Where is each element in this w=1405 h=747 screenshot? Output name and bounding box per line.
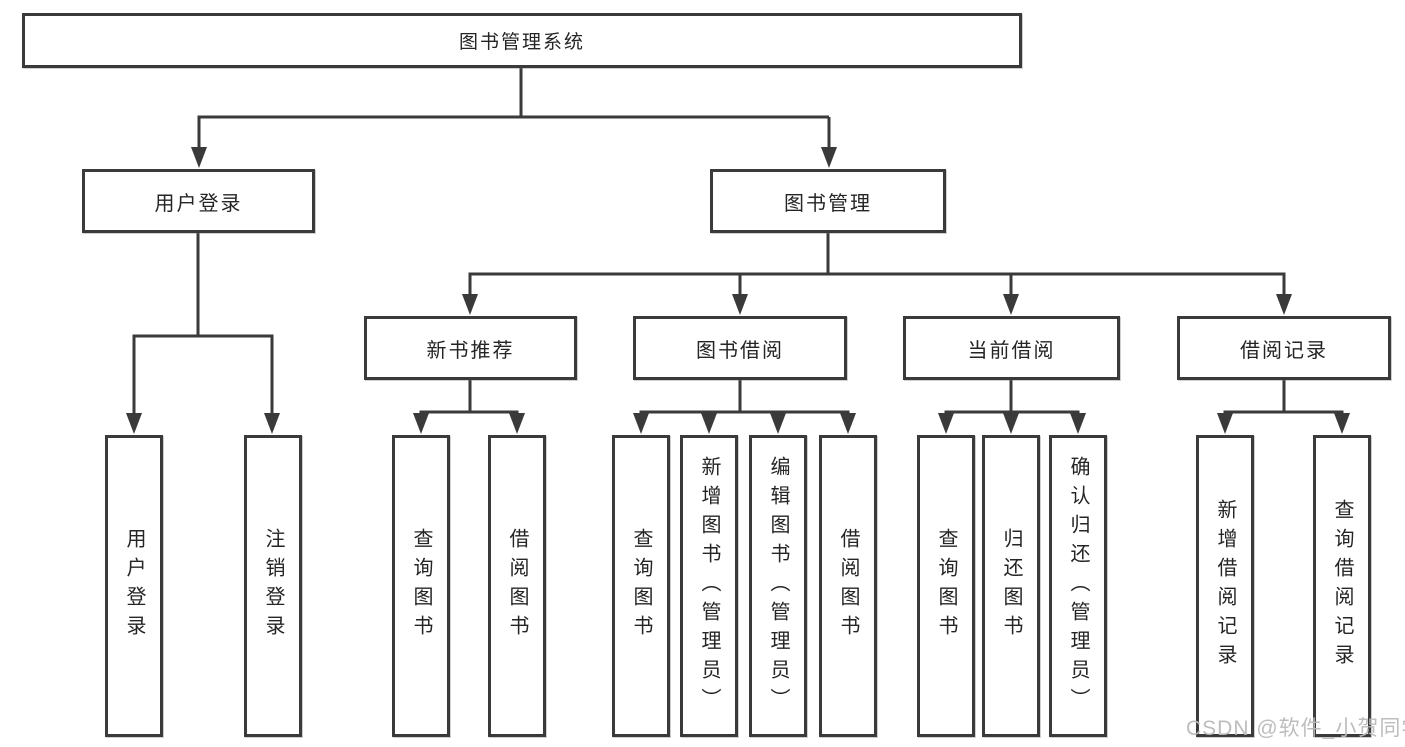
connector-book-borrow (639, 380, 850, 417)
connector-new-books (419, 380, 519, 417)
node-book-borrowing: 图书借阅 (633, 316, 847, 380)
leaf-add-books-admin: 新增图书（管理员） (680, 435, 738, 737)
arrowheads (126, 147, 1350, 434)
leaf-label: 查询借阅记录 (1331, 499, 1353, 673)
leaf-confirm-return-admin: 确认归还（管理员） (1049, 435, 1107, 737)
leaf-label: 查询图书 (410, 528, 432, 644)
arrowhead (732, 294, 748, 315)
leaf-add-borrow-record: 新增借阅记录 (1196, 435, 1254, 737)
csdn-watermark: CSDN @软件_小贺同学 (1186, 717, 1405, 740)
node-label: 新书推荐 (426, 339, 515, 362)
node-label: 图书管理 (784, 192, 872, 215)
node-user-login: 用户登录 (82, 169, 315, 233)
arrowhead (1276, 294, 1292, 315)
leaf-user-login: 用户登录 (105, 435, 163, 737)
leaf-label: 确认归还（管理员） (1067, 455, 1089, 717)
leaf-query-books-1: 查询图书 (392, 435, 450, 737)
connector-root (197, 68, 831, 150)
arrowhead (1003, 413, 1019, 434)
arrowhead (633, 413, 649, 434)
leaf-label: 新增借阅记录 (1214, 499, 1236, 673)
node-book-management: 图书管理 (710, 169, 946, 233)
arrowhead (701, 413, 717, 434)
leaf-logout: 注销登录 (244, 435, 302, 737)
connector-user-login (132, 233, 274, 416)
node-label: 图书借阅 (696, 339, 784, 362)
arrowhead (1334, 413, 1350, 434)
arrowhead (191, 147, 207, 168)
leaf-query-books-3: 查询图书 (917, 435, 975, 737)
arrowhead (264, 413, 280, 434)
node-new-book-recommend: 新书推荐 (364, 316, 577, 380)
leaf-label: 查询图书 (630, 528, 652, 644)
arrowhead (126, 413, 142, 434)
arrowhead (938, 413, 954, 434)
node-root: 图书管理系统 (22, 13, 1022, 68)
leaf-label: 借阅图书 (837, 528, 859, 644)
leaf-label: 归还图书 (1000, 528, 1022, 644)
connector-current-borrow (944, 380, 1080, 417)
arrowhead (1003, 294, 1019, 315)
node-current-borrowing: 当前借阅 (903, 316, 1120, 380)
leaf-borrow-books-1: 借阅图书 (488, 435, 546, 737)
leaf-label: 编辑图书（管理员） (767, 455, 789, 717)
leaf-label: 新增图书（管理员） (698, 455, 720, 717)
leaf-label: 注销登录 (262, 528, 284, 644)
leaf-label: 借阅图书 (506, 528, 528, 644)
node-label: 当前借阅 (967, 339, 1056, 362)
node-label: 借阅记录 (1240, 339, 1328, 362)
leaf-edit-books-admin: 编辑图书（管理员） (749, 435, 807, 737)
arrowhead (413, 413, 429, 434)
leaf-query-borrow-record: 查询借阅记录 (1313, 435, 1371, 737)
leaf-borrow-books-2: 借阅图书 (819, 435, 877, 737)
arrowhead (770, 413, 786, 434)
arrowhead (1070, 413, 1086, 434)
arrowhead (1217, 413, 1233, 434)
arrowhead (509, 413, 525, 434)
leaf-label: 查询图书 (935, 528, 957, 644)
connector-book-mgmt (468, 233, 1286, 297)
connector-borrow-records (1223, 380, 1344, 417)
leaf-label: 用户登录 (123, 528, 145, 644)
arrowhead (840, 413, 856, 434)
leaf-return-books: 归还图书 (982, 435, 1040, 737)
node-root-label: 图书管理系统 (458, 32, 585, 53)
arrowhead (462, 294, 478, 315)
node-label: 用户登录 (154, 192, 243, 215)
arrowhead (821, 147, 837, 168)
leaf-query-books-2: 查询图书 (612, 435, 670, 737)
node-borrow-records: 借阅记录 (1177, 316, 1391, 380)
